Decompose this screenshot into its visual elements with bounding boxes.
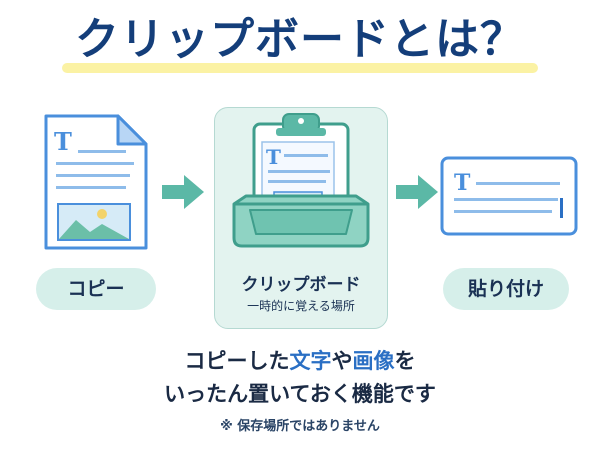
description-line-2: いったん置いておく機能です [164, 382, 436, 406]
clipboard-icon: T [232, 113, 370, 248]
copy-label: コピー [36, 268, 156, 310]
title-underline [62, 63, 538, 73]
arrow-right-icon-2 [396, 175, 438, 209]
paste-target-icon: T [440, 156, 578, 236]
paste-text-letter: T [454, 170, 471, 196]
doc-text-letter: T [54, 127, 72, 156]
desc-text: や [331, 349, 353, 373]
desc-highlight-text: 文字 [289, 349, 332, 373]
document-icon: T [44, 114, 148, 250]
description-line-1: コピーした文字や画像を [0, 345, 600, 375]
arrow-right-icon [162, 175, 204, 209]
clipboard-label: クリップボード [241, 275, 361, 295]
desc-highlight-image: 画像 [352, 349, 395, 373]
desc-text: を [394, 349, 416, 373]
board-text-letter: T [266, 145, 281, 169]
clipboard-sublabel: 一時的に覚える場所 [247, 299, 355, 313]
page-title: クリップボードとは？ [75, 14, 525, 65]
desc-text: コピーした [184, 349, 290, 373]
text-cursor [560, 198, 563, 218]
note-text: ※ 保存場所ではありません [220, 419, 380, 434]
paste-label: 貼り付け [443, 268, 569, 310]
